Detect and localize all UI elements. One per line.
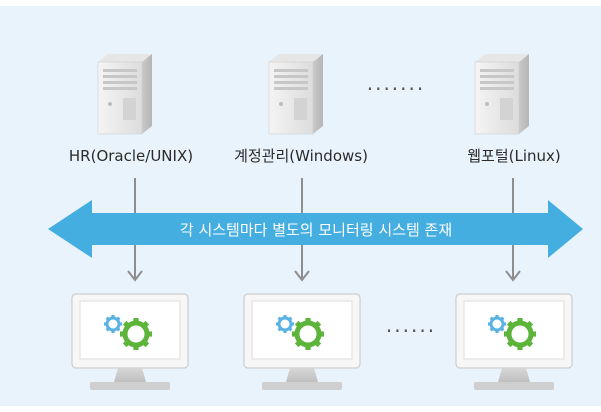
server-icon-hr [97, 53, 153, 135]
server-icon-account [268, 53, 324, 135]
server-ellipsis: ······· [367, 77, 426, 101]
monitor-ellipsis: ······ [386, 319, 436, 343]
server-label-hr: HR(Oracle/UNIX) [69, 147, 193, 165]
banner-text: 각 시스템마다 별도의 모니터링 시스템 존재 [180, 221, 452, 239]
server-label-portal: 웹포털(Linux) [467, 147, 561, 165]
banner-arrow: 각 시스템마다 별도의 모니터링 시스템 존재 [48, 200, 583, 258]
server-icon-portal [474, 53, 530, 135]
server-label-account: 계정관리(Windows) [234, 147, 368, 165]
